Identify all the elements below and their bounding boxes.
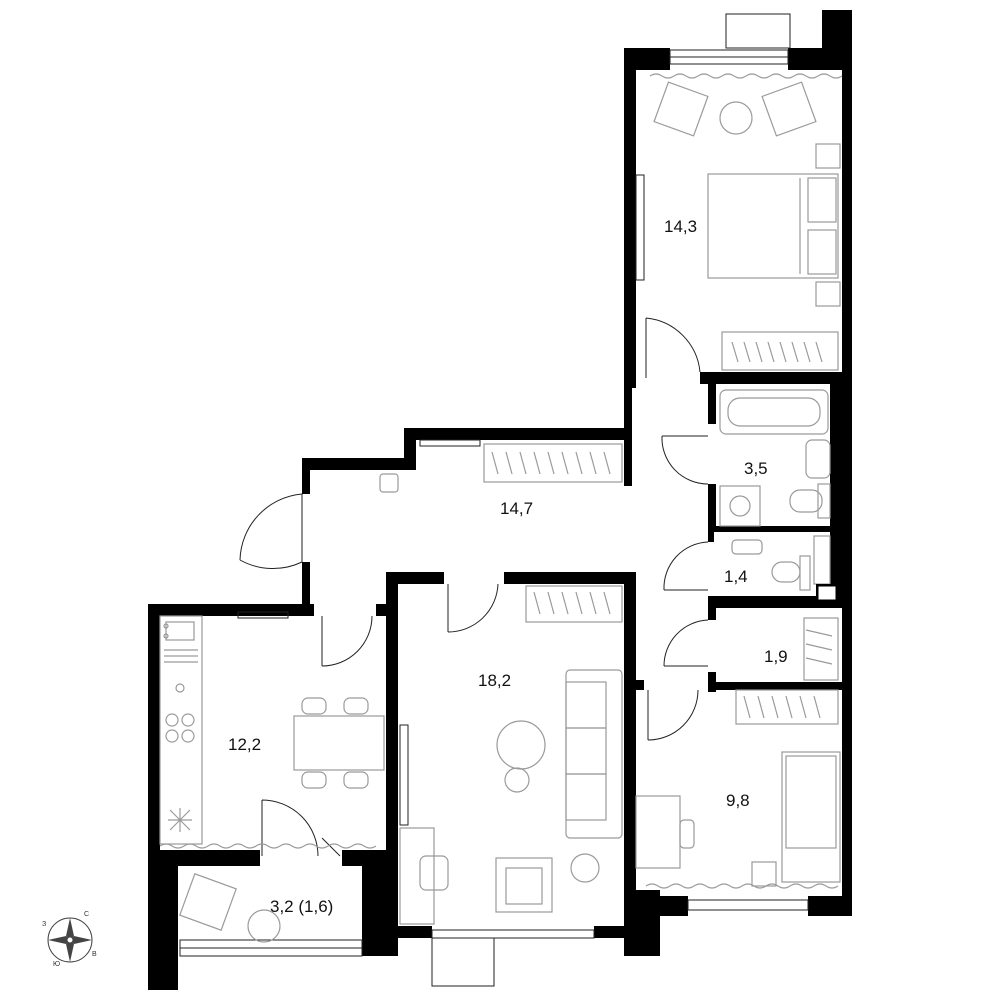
furniture-balcony (179, 873, 281, 943)
area-kitchen: 12,2 (228, 735, 261, 754)
compass-icon: С В Ю З (42, 911, 97, 968)
furniture-kitchen (159, 615, 385, 849)
compass-east: В (92, 951, 97, 958)
compass-north: С (84, 911, 89, 918)
area-storage: 1,9 (764, 647, 788, 666)
furniture-hallway (379, 443, 623, 493)
furniture-bathroom (719, 389, 839, 681)
area-balcony: 3,2 (1,6) (270, 897, 333, 916)
area-living-room: 18,2 (478, 671, 511, 690)
area-wc: 1,4 (724, 567, 748, 586)
area-bathroom: 3,5 (744, 459, 768, 478)
area-hallway: 14,7 (500, 499, 533, 518)
area-bedroom-south: 9,8 (726, 791, 750, 810)
compass-south: Ю (53, 961, 60, 968)
windows (179, 13, 809, 987)
furniture-living (399, 585, 623, 925)
furniture-bedroom-south (635, 689, 841, 889)
compass-west: З (42, 921, 46, 928)
walls (148, 10, 852, 990)
furniture-bedroom-north (649, 73, 843, 371)
doors (239, 317, 709, 857)
area-bedroom-north: 14,3 (664, 217, 697, 236)
